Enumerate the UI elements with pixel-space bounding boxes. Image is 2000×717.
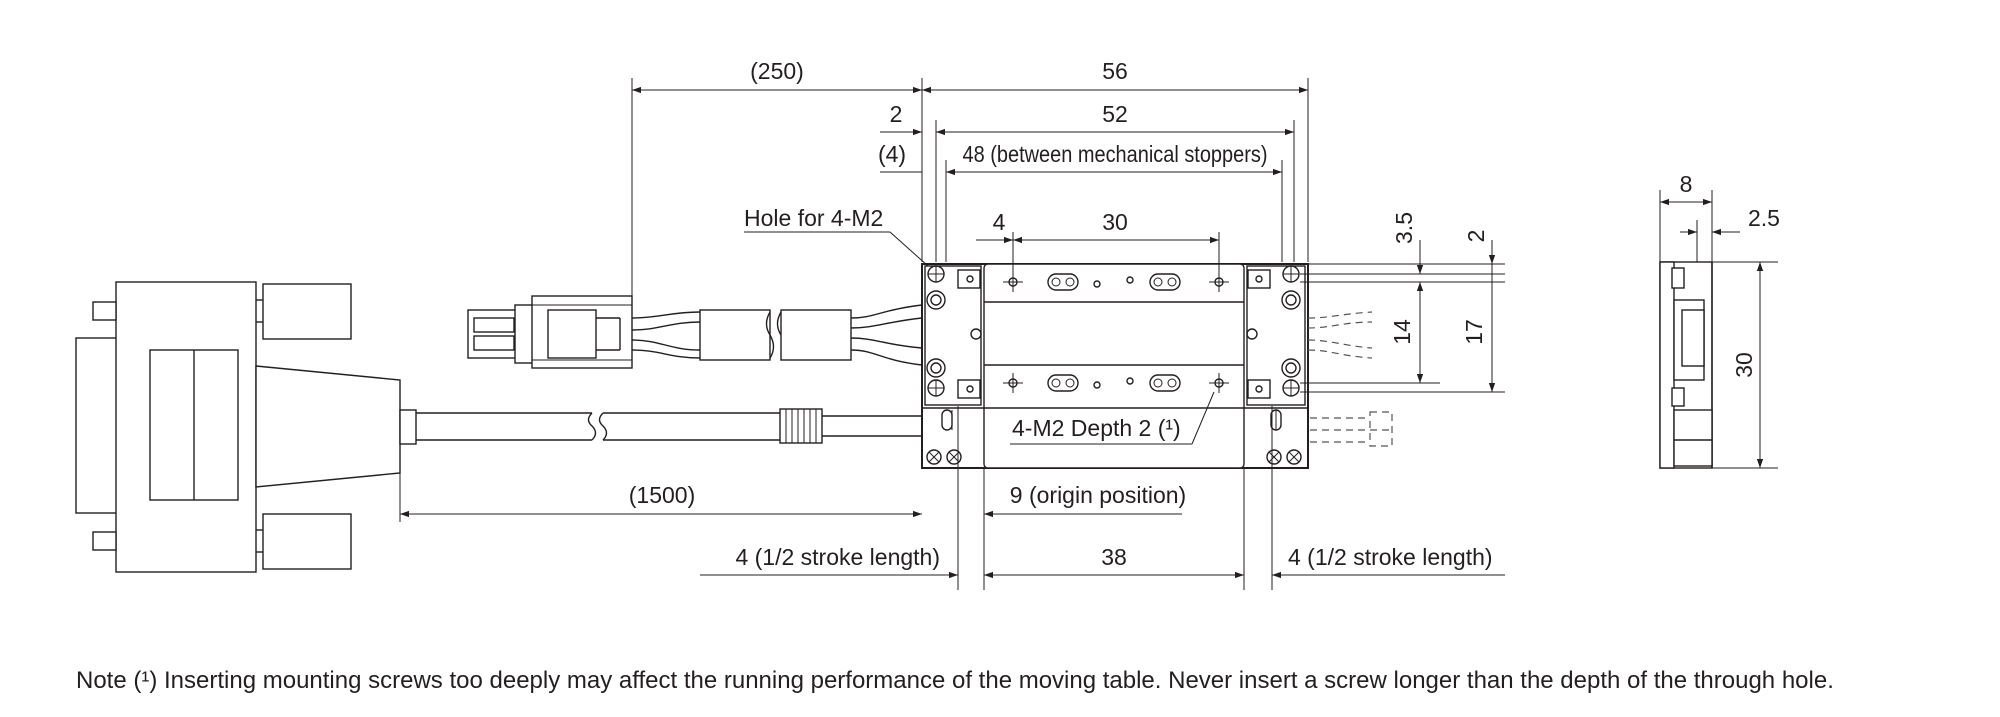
dim-4: 4 (993, 209, 1006, 235)
dimension-labels: (250) 56 2 52 (4) 48 (between mechanical… (629, 58, 1780, 570)
dsub-connector (75, 281, 417, 573)
dim-4-paren: (4) (878, 141, 906, 167)
dimension-lines (399, 78, 1778, 590)
table-holes (1003, 272, 1229, 393)
dim-52: 52 (1102, 101, 1128, 127)
mount-holes-base (926, 265, 1301, 397)
footnote: Note (¹) Inserting mounting screws too d… (76, 667, 1834, 694)
dim-9-origin: 9 (origin position) (1010, 482, 1186, 508)
dim-250: (250) (750, 58, 804, 84)
dim-14: 14 (1389, 319, 1415, 345)
dim-stroke-left: 4 (1/2 stroke length) (735, 544, 940, 570)
dim-1500: (1500) (629, 482, 695, 508)
dim-2-right: 2 (1463, 230, 1489, 243)
dim-30: 30 (1102, 209, 1128, 235)
side-dim-8: 8 (1680, 171, 1693, 197)
label-hole-4-m2: Hole for 4-M2 (744, 205, 883, 231)
dim-38: 38 (1101, 544, 1127, 570)
side-dim-2-5: 2.5 (1748, 205, 1780, 231)
motor-cable (416, 408, 922, 444)
stage-body (921, 263, 1309, 469)
dim-stroke-right: 4 (1/2 stroke length) (1288, 544, 1493, 570)
base-screws (926, 409, 1302, 465)
phantom-cables (1307, 311, 1393, 447)
dim-48: 48 (between mechanical stoppers) (963, 141, 1268, 167)
dim-56: 56 (1102, 58, 1128, 84)
dim-2-top: 2 (890, 101, 903, 127)
dim-17: 17 (1461, 319, 1487, 345)
label-4-m2-depth: 4-M2 Depth 2 (¹) (1012, 415, 1181, 441)
side-view (1659, 261, 1713, 469)
side-dim-30: 30 (1731, 352, 1757, 378)
sensor-cable (631, 304, 923, 366)
sensor-connector (467, 295, 633, 369)
dim-3-5: 3.5 (1391, 212, 1417, 244)
